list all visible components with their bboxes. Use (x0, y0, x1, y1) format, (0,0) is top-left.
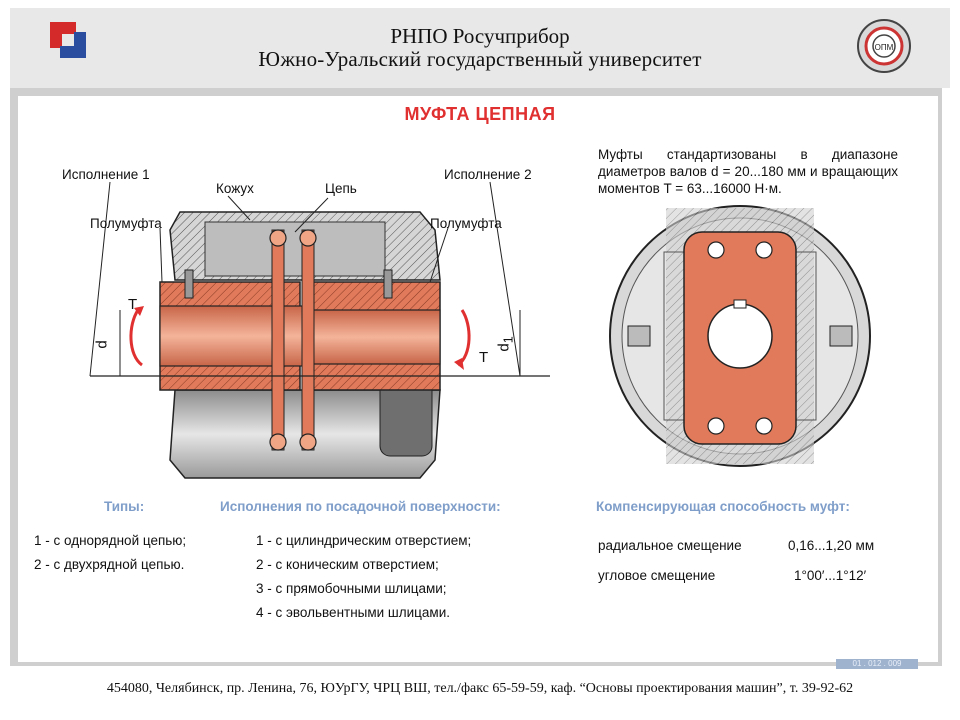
university-name: Южно-Уральский государственный университ… (258, 47, 702, 71)
label-torque-right: T (479, 349, 489, 366)
compensation-angular-value: 1°00′...1°12′ (794, 568, 867, 583)
types-item-1: 1 - с однорядной цепью; (34, 533, 187, 548)
compensation-heading: Компенсирующая способность муфт: (596, 499, 850, 514)
leader-lines (89, 181, 521, 377)
label-diameter-right: d1 (495, 336, 516, 352)
label-diameter-left: d (93, 340, 111, 349)
footer-address: 454080, Челябинск, пр. Ленина, 76, ЮУрГУ… (106, 681, 854, 696)
header-band (10, 8, 950, 88)
shaft-right (311, 309, 441, 365)
label-half-coupling-left: Полумуфта (90, 216, 162, 231)
org-name: РНПО Росучприбор (390, 24, 570, 48)
variants-item-3: 3 - с прямобочными шлицами; (256, 581, 447, 596)
coupling-section-drawing (89, 181, 550, 479)
label-variant-1: Исполнение 1 (62, 167, 150, 182)
compensation-radial-value: 0,16...1,20 мм (788, 538, 875, 553)
standard-note: Муфты стандартизованы в диапазоне диамет… (598, 147, 898, 196)
types-heading: Типы: (104, 499, 145, 514)
variants-item-4: 4 - с эвольвентными шлицами. (256, 605, 450, 620)
chain-rollers (269, 229, 317, 451)
opm-emblem-icon: ОПМ (857, 19, 911, 73)
coupling-end-view-drawing (609, 205, 871, 467)
label-half-coupling-right: Полумуфта (430, 216, 502, 231)
rosuchpribor-logo-icon (50, 22, 86, 58)
plate-code: 01 . 012 . 009 (836, 659, 918, 669)
poster-title: МУФТА ЦЕПНАЯ (404, 104, 556, 124)
variants-heading: Исполнения по посадочной поверхности: (220, 499, 501, 514)
label-chain: Цепь (325, 181, 357, 196)
variants-item-2: 2 - с коническим отверстием; (256, 557, 439, 572)
shaft-left (159, 305, 311, 367)
label-variant-2: Исполнение 2 (444, 167, 532, 182)
variants-item-1: 1 - с цилиндрическим отверстием; (256, 533, 472, 548)
casing-window (204, 221, 386, 277)
emblem-text: ОПМ (875, 43, 894, 52)
label-casing: Кожух (216, 181, 254, 196)
compensation-radial-label: радиальное смещение (598, 538, 742, 553)
types-item-2: 2 - с двухрядной цепью. (34, 557, 185, 572)
compensation-angular-label: угловое смещение (598, 568, 716, 583)
bore (707, 303, 773, 369)
label-torque-left: T (128, 296, 138, 313)
